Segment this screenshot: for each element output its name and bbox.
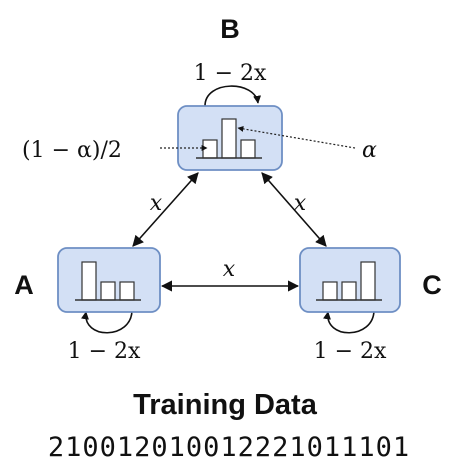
node-b [177, 105, 283, 171]
node-c [299, 247, 401, 313]
node-a [57, 247, 161, 313]
annotation-right: α [362, 138, 377, 163]
node-b-bar-1 [202, 139, 218, 159]
edge-a-c-label: x [223, 257, 236, 282]
node-a-bar-2 [100, 281, 116, 301]
node-b-label: B [220, 14, 240, 44]
self-loop-c-arrow [323, 309, 375, 334]
node-a-bar-3 [119, 281, 135, 301]
node-b-bar-3 [240, 139, 256, 159]
edge-a-b [132, 172, 199, 247]
self-loop-c-label: 1 − 2x [314, 339, 387, 364]
edge-a-b-label: x [150, 191, 163, 216]
training-data-sequence: 210012010012221011101 [48, 432, 410, 463]
node-b-bar-2 [221, 118, 237, 159]
edge-b-c [261, 172, 327, 247]
node-a-bar-1 [81, 261, 97, 301]
node-c-bar-3 [360, 261, 376, 301]
node-c-bar-2 [341, 281, 357, 301]
self-loop-b-label: 1 − 2x [194, 61, 267, 86]
node-a-label: A [14, 270, 34, 300]
edge-b-c-label: x [294, 191, 307, 216]
training-data-title: Training Data [133, 389, 318, 421]
self-loop-b-arrow [204, 85, 262, 107]
self-loop-a-label: 1 − 2x [68, 339, 141, 364]
annotation-left: (1 − α)/2 [22, 138, 122, 163]
node-c-bar-1 [322, 281, 338, 301]
self-loop-a-arrow [81, 309, 133, 334]
node-c-label: C [422, 270, 442, 300]
